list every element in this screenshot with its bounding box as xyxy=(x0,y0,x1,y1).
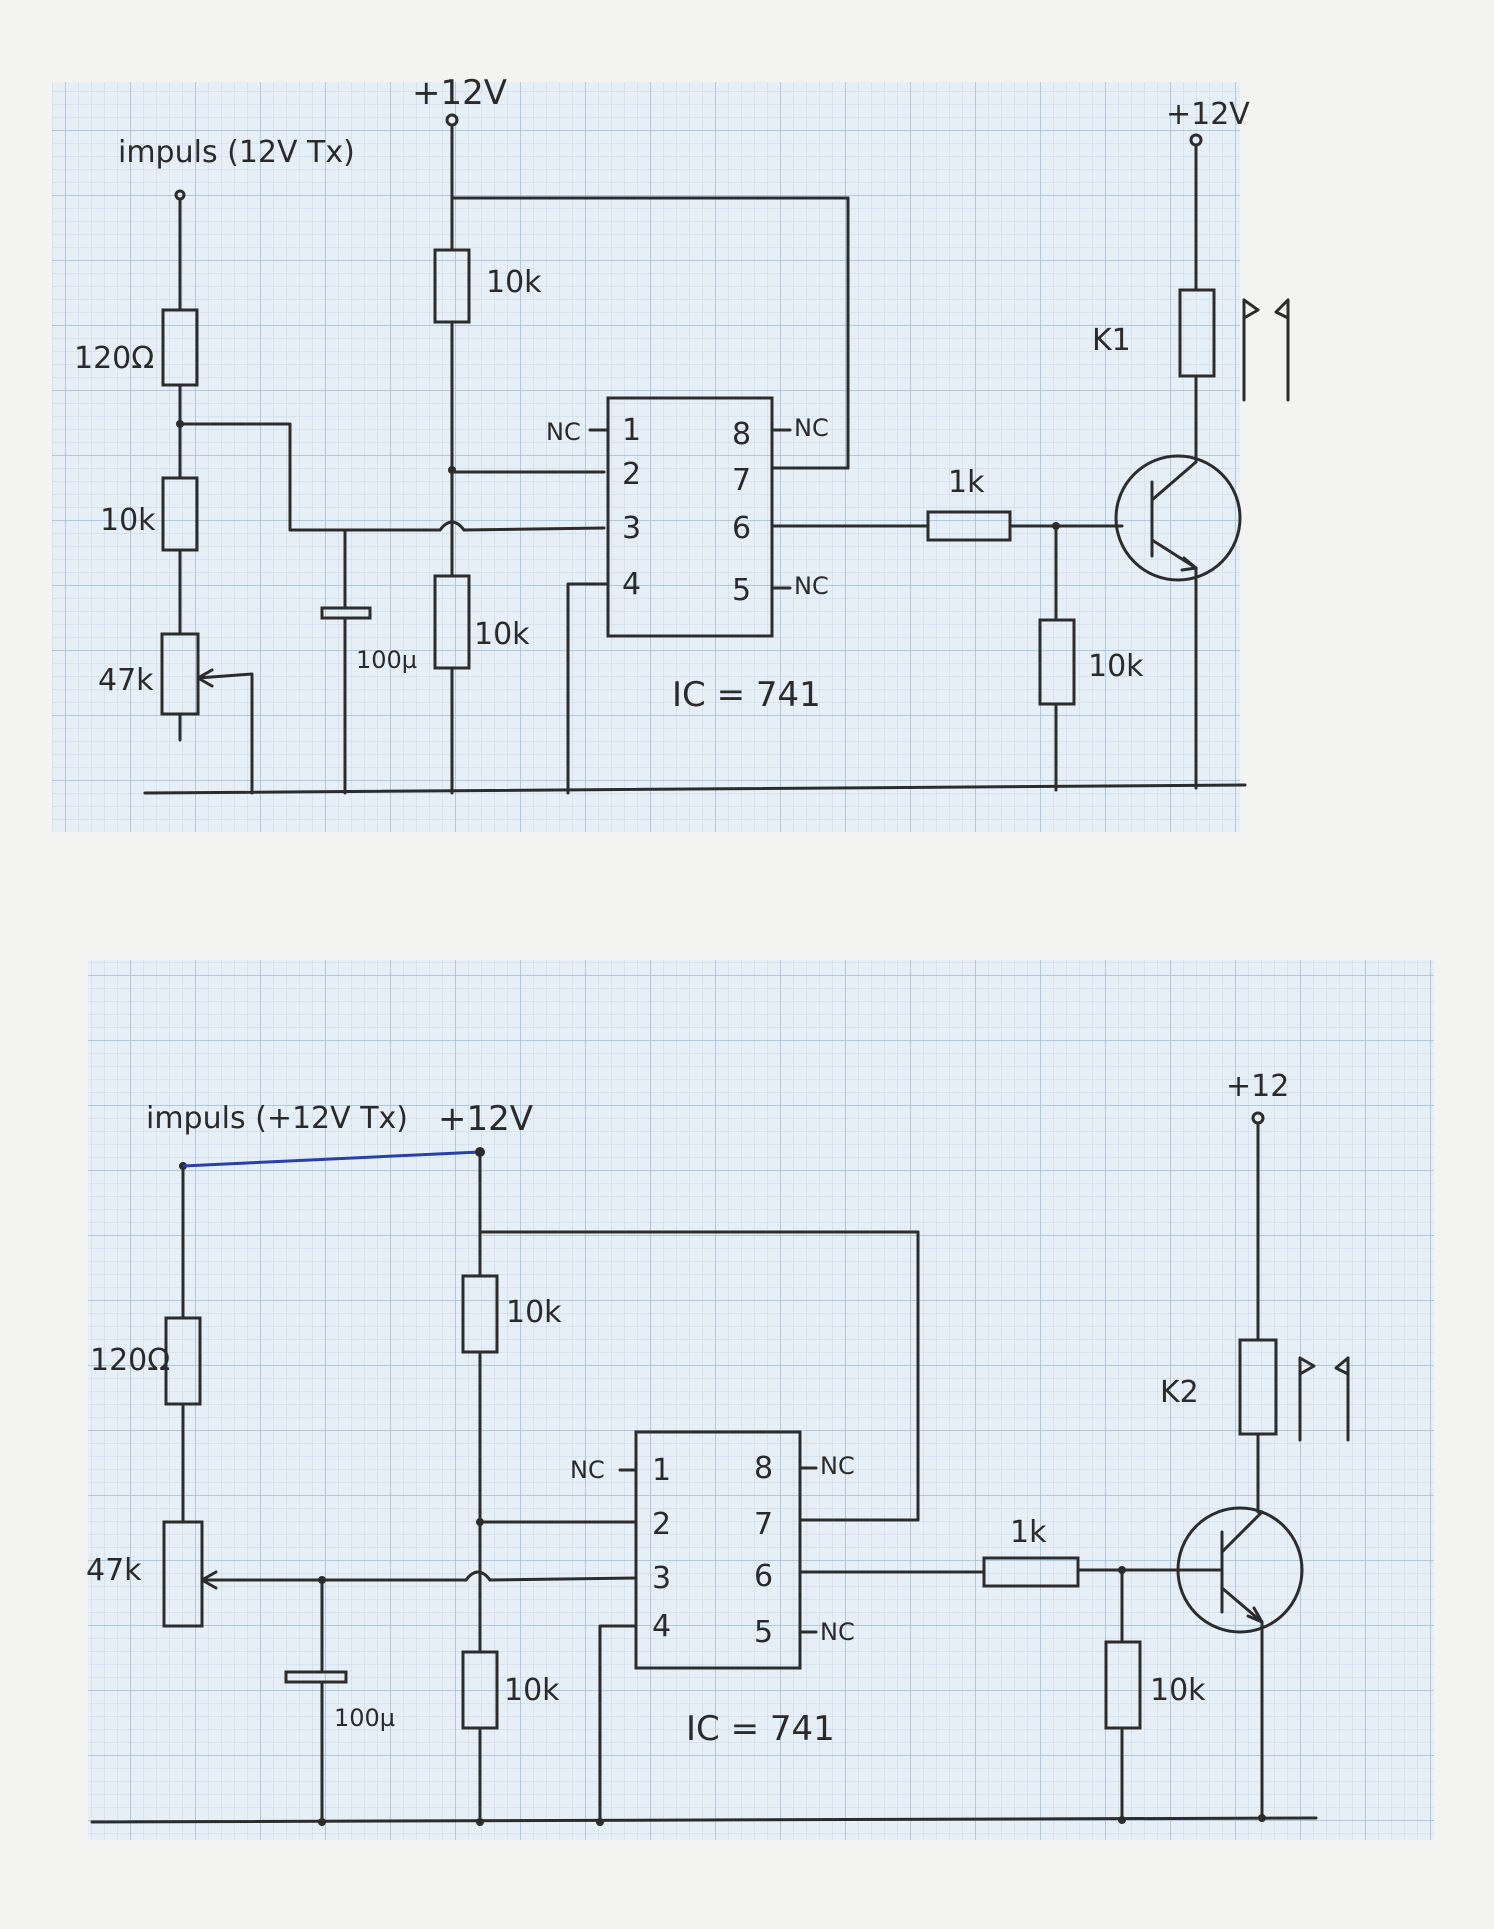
relay-label: K2 xyxy=(1160,1375,1199,1410)
pot-label: 47k xyxy=(86,1553,142,1588)
ground-rail xyxy=(143,783,1247,795)
pin-4: 4 xyxy=(622,567,641,602)
circuit-1-labels: impuls (12V Tx) +12V +12V 120Ω 10k 47k 1… xyxy=(74,73,1250,715)
pin-7: 7 xyxy=(754,1507,773,1542)
potentiometer-47k xyxy=(162,1520,204,1628)
r-base-label: 1k xyxy=(948,465,985,500)
nc-pin1: NC xyxy=(570,1456,605,1484)
r-series-label: 120Ω xyxy=(90,1343,170,1378)
r-series-label: 120Ω xyxy=(74,341,154,376)
nc-pin5: NC xyxy=(794,572,829,600)
ic-741 xyxy=(606,396,774,638)
pin-4: 4 xyxy=(652,1609,671,1644)
circuit-1 xyxy=(143,113,1290,795)
pin-7: 7 xyxy=(732,463,751,498)
pin-8: 8 xyxy=(754,1451,773,1486)
pin-6: 6 xyxy=(754,1559,773,1594)
nc-pin8: NC xyxy=(820,1452,855,1480)
ground-rail xyxy=(90,1816,1318,1824)
pin-5: 5 xyxy=(754,1615,773,1650)
pin-2: 2 xyxy=(622,457,641,492)
supply-label: +12V xyxy=(412,73,507,113)
circuit-2 xyxy=(90,1111,1350,1826)
pot-label: 47k xyxy=(98,663,154,698)
relay-label: K1 xyxy=(1092,323,1131,358)
bottom-graph-paper xyxy=(88,960,1434,1840)
capacitor-100u xyxy=(284,1670,348,1684)
nc-pin1: NC xyxy=(546,418,581,446)
supply-label: +12V xyxy=(438,1099,533,1139)
pin-3: 3 xyxy=(652,1561,671,1596)
nc-pin8: NC xyxy=(794,414,829,442)
relay-supply-label: +12 xyxy=(1226,1069,1289,1104)
pin-2: 2 xyxy=(652,1507,671,1542)
resistor-1k-base xyxy=(982,1556,1080,1588)
nc-pin5: NC xyxy=(820,1618,855,1646)
transistor xyxy=(1176,1506,1304,1634)
ic-label: IC = 741 xyxy=(672,675,821,715)
cap-label: 100µ xyxy=(356,646,417,674)
ic-741 xyxy=(634,1430,802,1670)
pin-6: 6 xyxy=(732,511,751,546)
blue-link-wire xyxy=(182,1150,481,1168)
r-top-label: 10k xyxy=(486,265,542,300)
pot-wiper xyxy=(196,672,254,795)
r-pulldown-label: 10k xyxy=(1150,1673,1206,1708)
input-label: impuls (12V Tx) xyxy=(118,135,355,170)
pin-1: 1 xyxy=(622,413,641,448)
pin-5: 5 xyxy=(732,573,751,608)
r-top-label: 10k xyxy=(506,1295,562,1330)
transistor xyxy=(1114,454,1242,582)
r-divider-label: 10k xyxy=(100,503,156,538)
r-bottom-label: 10k xyxy=(474,617,530,652)
pin-1: 1 xyxy=(652,1453,671,1488)
top-graph-paper xyxy=(52,82,1494,840)
relay-supply-label: +12V xyxy=(1166,97,1250,132)
ic-label: IC = 741 xyxy=(686,1709,835,1749)
r-bottom-label: 10k xyxy=(504,1673,560,1708)
pin-8: 8 xyxy=(732,417,751,452)
input-label: impuls (+12V Tx) xyxy=(146,1101,408,1136)
pin-3: 3 xyxy=(622,511,641,546)
cap-label: 100µ xyxy=(334,1704,395,1732)
circuit-2-labels: impuls (+12V Tx) +12V +12 120Ω 47k 100µ … xyxy=(86,1069,1289,1749)
r-base-label: 1k xyxy=(1010,1515,1047,1550)
r-pulldown-label: 10k xyxy=(1088,649,1144,684)
